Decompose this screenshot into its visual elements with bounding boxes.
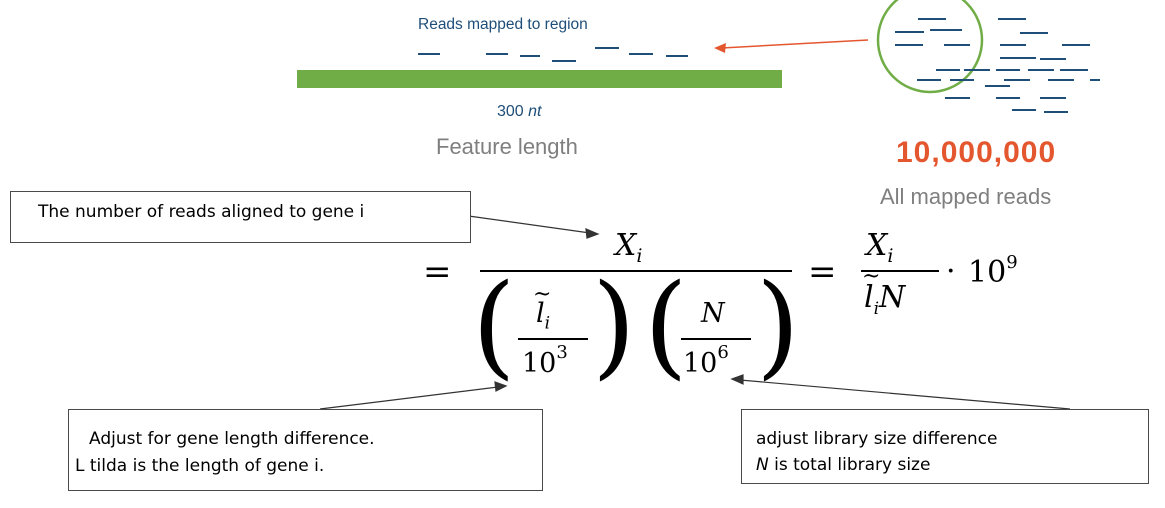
- feature-bar: [297, 70, 782, 88]
- x-subscript: i: [887, 245, 894, 267]
- length-fraction-bar: [518, 338, 588, 340]
- tilde-mark: ~: [862, 264, 881, 289]
- callout-library-size: adjust library size difference N is tota…: [741, 409, 1149, 484]
- callout-gene-length-line2: L tilda is the length of gene i.: [75, 456, 325, 476]
- simplified-numerator: Xi: [866, 228, 893, 267]
- x-subscript: i: [636, 245, 643, 267]
- arrow-to-library-term: [739, 379, 1071, 410]
- callout-numerator: The number of reads aligned to gene i: [10, 191, 471, 243]
- exponent-6: 6: [717, 342, 729, 363]
- mapped-read-dashes: [418, 47, 688, 62]
- n-symbol: N: [879, 280, 906, 315]
- equals-sign: =: [423, 252, 452, 292]
- right-paren: ): [756, 261, 800, 391]
- feature-size-value: 300: [497, 103, 524, 120]
- multiply-dot: ·: [946, 254, 956, 289]
- gene-length-symbol: li: [536, 298, 550, 333]
- library-size-variable: N: [756, 455, 769, 475]
- ten: 10: [968, 255, 1007, 290]
- feature-size-unit: nt: [528, 103, 542, 120]
- callout-library-size-line2: N is total library size: [756, 452, 1148, 478]
- callout-gene-length-line1: Adjust for gene length difference.: [89, 429, 375, 449]
- library-fraction-bar: [681, 338, 751, 340]
- exponent-9: 9: [1006, 252, 1018, 273]
- left-paren: (: [472, 261, 516, 391]
- arrow-to-length-term: [319, 386, 499, 410]
- exponent-3: 3: [556, 342, 568, 363]
- callout-library-size-line1: adjust library size difference: [756, 429, 998, 449]
- all-mapped-reads-caption: All mapped reads: [880, 184, 1052, 209]
- x-symbol: X: [615, 228, 637, 263]
- all-reads-cloud: [895, 18, 1100, 113]
- n-symbol: N: [701, 298, 725, 329]
- left-paren: (: [644, 261, 688, 391]
- arrow-head: [494, 381, 508, 392]
- reads-mapped-label: Reads mapped to region: [418, 16, 588, 33]
- ten: 10: [683, 348, 718, 379]
- selection-circle: [876, 0, 984, 94]
- simplified-fraction-bar: [861, 270, 939, 272]
- ten: 10: [522, 348, 557, 379]
- right-paren: ): [592, 261, 636, 391]
- l-symbol: l: [536, 298, 545, 329]
- l-subscript: i: [873, 299, 880, 319]
- scale-factor: 109: [968, 252, 1018, 290]
- length-denominator: 103: [522, 342, 568, 379]
- formula-numerator: Xi: [615, 228, 642, 267]
- library-size-symbol: N: [701, 298, 725, 329]
- main-fraction-bar: [480, 270, 792, 272]
- library-denominator: 106: [683, 342, 729, 379]
- feature-size-label: 300 nt: [497, 103, 542, 121]
- tilde-mark: ~: [533, 282, 552, 307]
- library-size-text: is total library size: [768, 455, 931, 475]
- arrow-head: [585, 228, 600, 239]
- total-reads-count: 10,000,000: [896, 136, 1057, 169]
- equals-sign: =: [808, 252, 837, 292]
- l-symbol: l: [864, 280, 874, 315]
- feature-length-caption: Feature length: [436, 134, 578, 159]
- callout-gene-length: Adjust for gene length difference. L til…: [68, 409, 543, 491]
- simplified-denominator: liN: [864, 280, 905, 319]
- arrow-to-region: [714, 39, 869, 53]
- x-symbol: X: [866, 228, 888, 263]
- arrow-head: [730, 374, 744, 385]
- l-subscript: i: [544, 313, 551, 334]
